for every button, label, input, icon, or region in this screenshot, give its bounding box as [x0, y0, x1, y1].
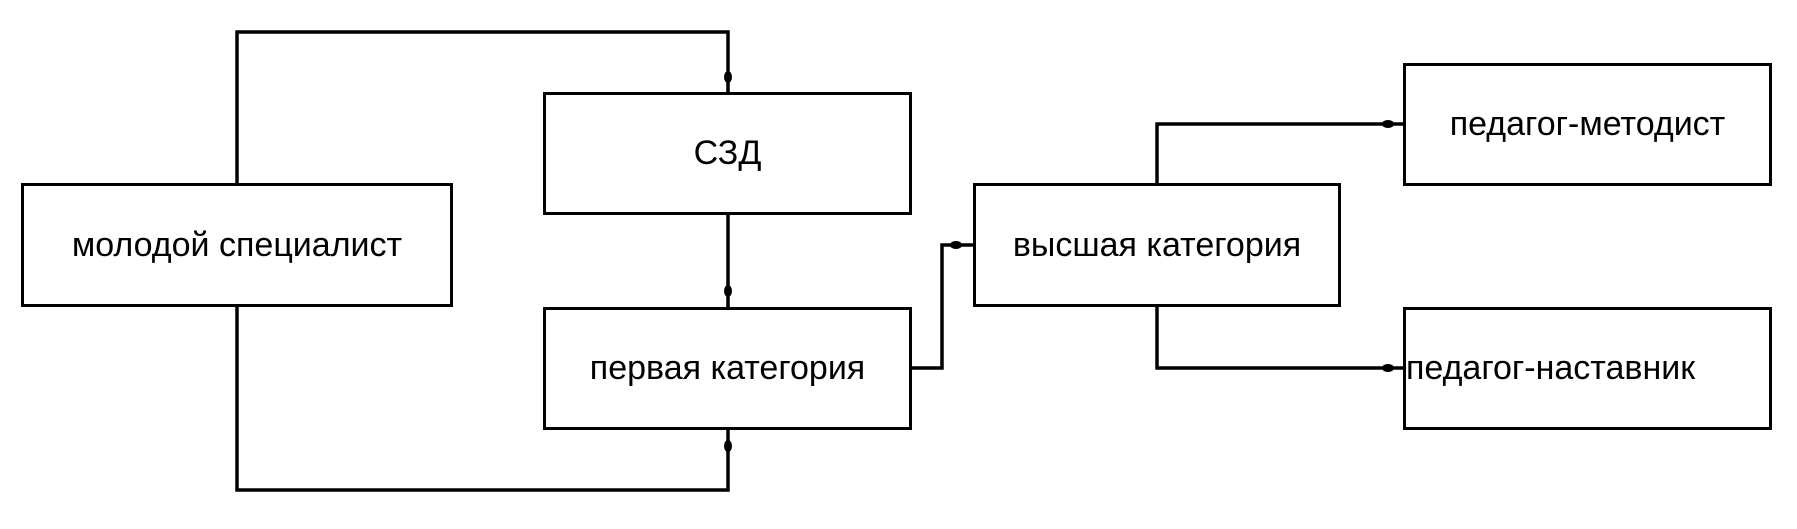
arrow-dot — [1382, 120, 1394, 128]
node-label: высшая категория — [1012, 225, 1302, 264]
node-teacher-methodist: педагог-методист — [1403, 63, 1772, 186]
connector-highest-to-methodist — [1155, 122, 1403, 183]
connector-first-to-highest — [912, 243, 973, 370]
node-label: СЗД — [693, 134, 762, 172]
node-label: первая категория — [589, 349, 866, 387]
node-first-category: первая категория — [543, 307, 912, 430]
node-teacher-mentor: педагог-наставник — [1403, 307, 1772, 430]
arrow-dot — [724, 71, 732, 83]
node-highest-category: высшая категория — [973, 183, 1341, 307]
node-label: молодой специалист — [71, 225, 403, 264]
node-label: педагог-методист — [1449, 105, 1726, 143]
connector-young-to-szd — [235, 30, 730, 183]
connector-young-to-first — [235, 307, 730, 492]
arrow-dot — [950, 241, 962, 249]
node-young-specialist: молодой специалист — [21, 183, 453, 307]
node-label: педагог-наставник — [1406, 349, 1696, 387]
arrow-dot — [1382, 364, 1394, 372]
arrow-dot — [724, 440, 732, 452]
arrow-dot — [724, 285, 732, 297]
connector-highest-to-mentor — [1155, 307, 1403, 370]
node-szd: СЗД — [543, 92, 912, 215]
